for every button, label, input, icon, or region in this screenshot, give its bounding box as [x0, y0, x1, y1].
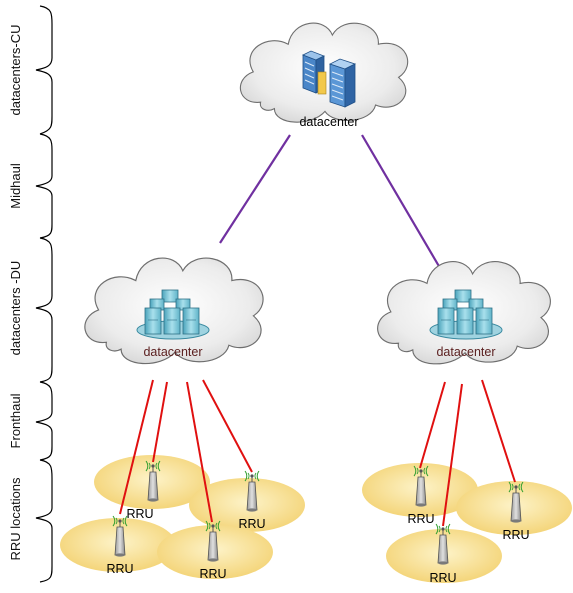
- fronthaul-link: [202, 379, 253, 473]
- layer-axis: datacenters-CU Midhaul datacenters -DU F…: [8, 5, 53, 583]
- du-datacenter-right: datacenter: [377, 261, 551, 365]
- rru-label: RRU: [502, 528, 529, 542]
- fronthaul-link: [442, 383, 463, 527]
- rru-sites: RRU RRU RRU RRU RRU RRU RRU: [106, 460, 530, 585]
- rru-label: RRU: [407, 512, 434, 526]
- fronthaul-links: [119, 379, 516, 527]
- du-datacenter-left: datacenter: [84, 257, 264, 365]
- layer-label-cu: datacenters-CU: [8, 24, 23, 115]
- brace-fronthaul: [35, 381, 53, 461]
- rru-label: RRU: [429, 571, 456, 585]
- fronthaul-link: [481, 379, 516, 483]
- cu-datacenter-label: datacenter: [299, 115, 358, 129]
- brace-midhaul: [35, 133, 53, 239]
- fronthaul-link: [419, 381, 446, 469]
- layer-label-fronthaul: Fronthaul: [8, 393, 23, 448]
- building-icon: [302, 50, 357, 108]
- rru-label: RRU: [106, 562, 133, 576]
- midhaul-links: [219, 134, 441, 269]
- cu-datacenter: datacenter: [239, 22, 409, 129]
- rru-label: RRU: [199, 567, 226, 581]
- fronthaul-link: [152, 381, 168, 463]
- brace-rru: [35, 459, 53, 583]
- layer-label-rru: RRU locations: [8, 477, 23, 561]
- fronthaul-link: [119, 379, 154, 515]
- layer-label-midhaul: Midhaul: [8, 163, 23, 209]
- fronthaul-link: [186, 381, 213, 523]
- du-right-datacenter-label: datacenter: [436, 345, 495, 359]
- brace-cu: [35, 5, 53, 135]
- du-left-datacenter-label: datacenter: [143, 345, 202, 359]
- rru-label: RRU: [126, 507, 153, 521]
- layer-label-du: datacenters -DU: [8, 261, 23, 356]
- midhaul-link-right: [361, 134, 441, 269]
- midhaul-link-left: [219, 134, 291, 244]
- rru-label: RRU: [238, 517, 265, 531]
- brace-du: [35, 237, 53, 383]
